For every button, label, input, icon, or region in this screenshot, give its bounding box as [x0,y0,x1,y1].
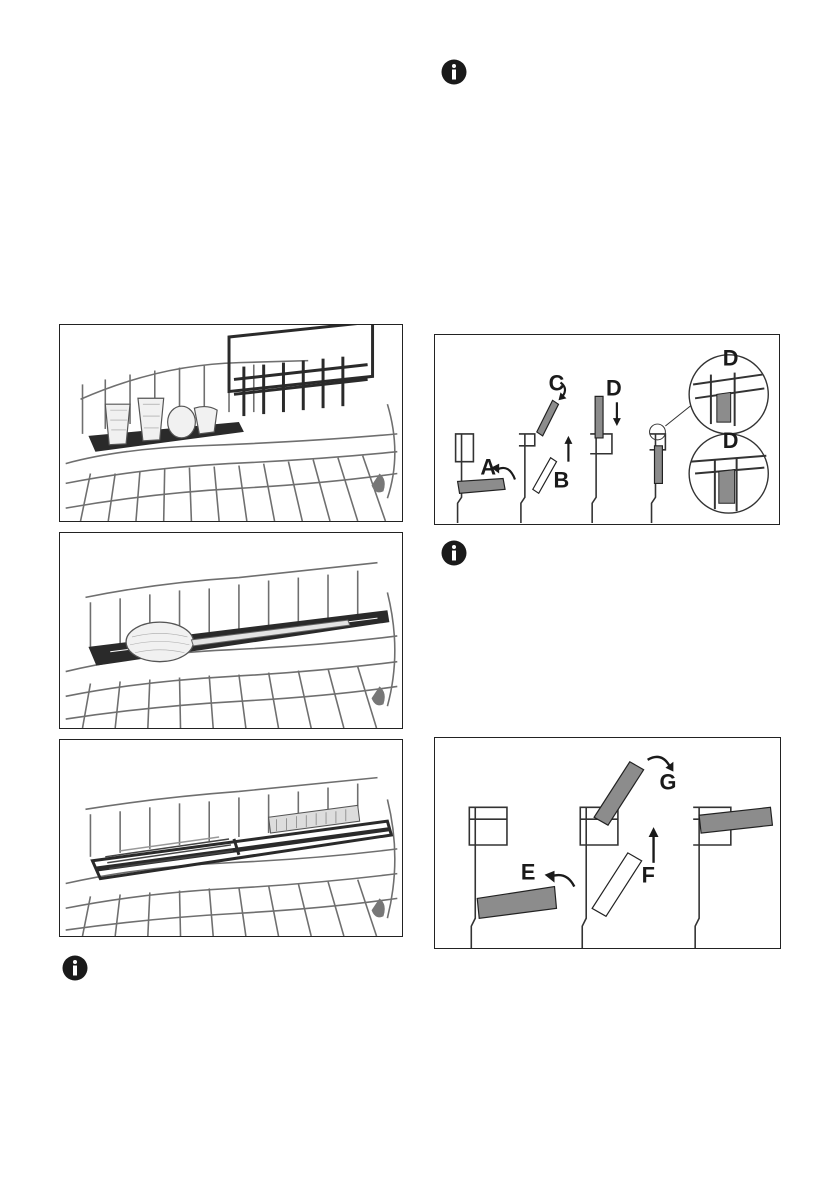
detail-label-top: D [723,346,739,371]
info-icon [441,59,467,85]
figure-shelf-mounting-steps: A B C D D D [434,334,780,525]
label-c: C [549,370,565,395]
label-b: B [554,467,570,492]
illustration-shelf-with-cups [59,324,403,522]
label-f: F [642,863,655,888]
info-icon [441,540,467,566]
illustration-shelf-with-cutlery [59,739,403,937]
label-e: E [521,860,536,885]
detail-label-bottom: D [723,428,739,453]
info-icon [62,955,88,981]
illustration-shelf-with-strainer [59,532,403,729]
label-g: G [660,770,677,795]
label-d: D [606,375,622,400]
label-a: A [480,455,496,480]
figure-shelf-folding-steps: E F G [434,737,781,949]
